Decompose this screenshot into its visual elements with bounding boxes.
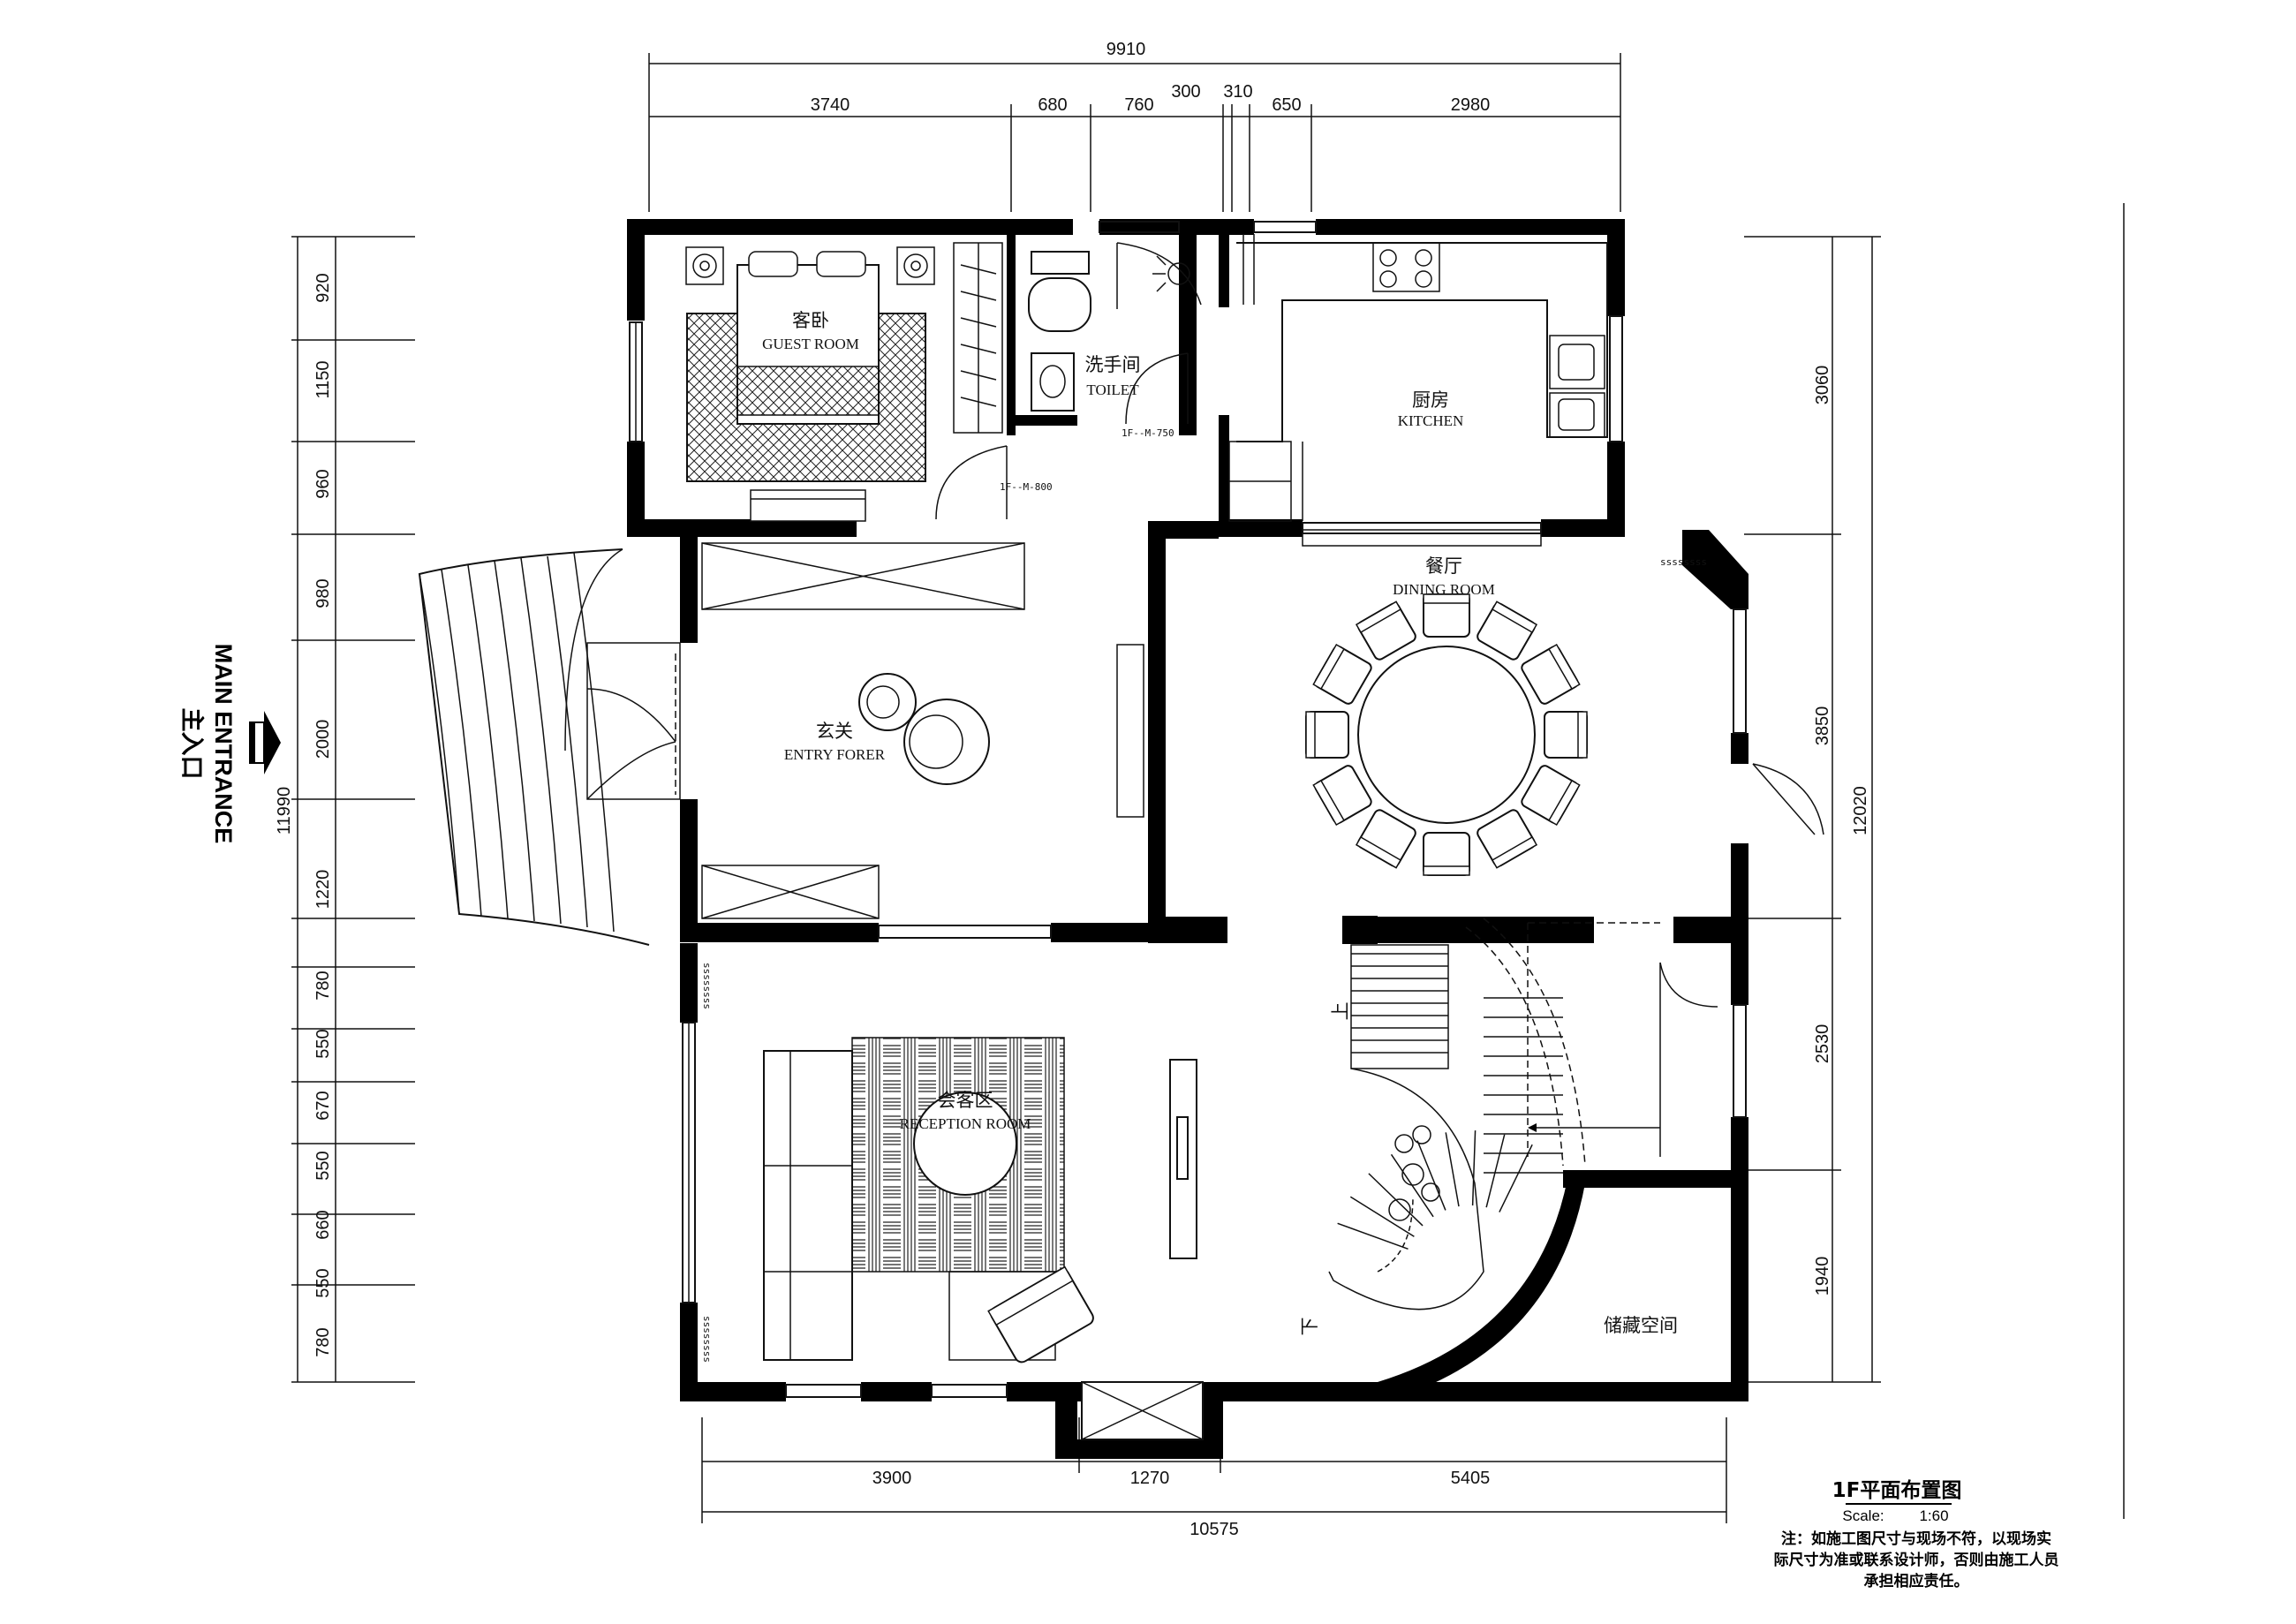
dim-left-seg: 550: [313, 1268, 333, 1297]
dim-left-seg: 980: [313, 578, 333, 608]
svg-text:ssssssss: ssssssss: [1660, 556, 1707, 568]
entry-en: ENTRY FORER: [784, 746, 886, 763]
dimension-top: 9910 3740 680 760 300 310 650 2980: [648, 40, 1621, 212]
dim-left-seg: 1150: [313, 360, 333, 398]
dimension-left: 11990 920 1150 960 980 2000 1220 780 550…: [275, 236, 415, 1383]
reception-cn: 会客区: [938, 1090, 993, 1111]
dim-top-seg: 650: [1272, 95, 1301, 115]
stair-mark-down: 下: [1299, 1318, 1320, 1336]
note-line: 注：如施工图尺寸与现场不符，以现场实: [1781, 1530, 2051, 1548]
entrance-en-text: MAIN ENTRANCE: [210, 644, 237, 844]
reception-room: ssssssss ssssssss 会客区 RECEPTION ROOM: [701, 963, 1197, 1363]
arrow-right-icon: [249, 711, 281, 774]
dim-left-seg: 670: [313, 1091, 333, 1120]
dim-bottom-seg: 5405: [1451, 1469, 1491, 1488]
dim-top-seg: 3740: [811, 95, 850, 115]
kitchen: 厨房 KITCHEN: [1228, 234, 1608, 522]
plant-pots: [1388, 1125, 1440, 1221]
dim-top-seg: 310: [1223, 82, 1252, 102]
dining-chairs: [1305, 593, 1588, 876]
walls: [627, 219, 1748, 1459]
dim-top-seg: 760: [1124, 95, 1153, 115]
dim-right-seg: 3850: [1813, 706, 1832, 746]
dining-chair: [1544, 711, 1588, 759]
note-line: 际尺寸为准或联系设计师，否则由施工人员: [1774, 1551, 2059, 1569]
entrance-steps: [418, 548, 681, 946]
dining-chair: [1312, 765, 1372, 827]
guest-room-cn: 客卧: [792, 310, 829, 331]
dining-chair: [1521, 765, 1581, 827]
kitchen-en: KITCHEN: [1398, 412, 1464, 429]
scale-value: 1:60: [1919, 1507, 1948, 1524]
storage: 储藏空间: [1604, 1315, 1678, 1336]
scale-label: Scale:: [1842, 1507, 1884, 1524]
dining-chair: [1521, 643, 1581, 705]
toilet: 洗手间 TOILET 1F--M-750: [1028, 242, 1202, 439]
drawing-title: 1F平面布置图: [1832, 1478, 1962, 1502]
toilet-cn: 洗手间: [1085, 354, 1141, 375]
dim-top-seg: 300: [1171, 82, 1200, 102]
dining-chair: [1423, 593, 1470, 638]
dim-left-seg: 960: [313, 469, 333, 498]
dim-top-total: 9910: [1106, 40, 1146, 59]
dim-left-seg: 780: [313, 971, 333, 1000]
dim-left-seg: 2000: [313, 720, 333, 759]
dimension-right: 3060 3850 2530 1940 12020: [1744, 203, 2125, 1519]
dim-bottom-seg: 1270: [1130, 1469, 1170, 1488]
dining-chair: [1423, 832, 1470, 876]
door-tag-750: 1F--M-750: [1122, 427, 1174, 439]
dim-left-seg: 780: [313, 1327, 333, 1356]
reception-en: RECEPTION ROOM: [900, 1115, 1031, 1132]
dim-top-seg: 2980: [1451, 95, 1491, 115]
guest-room-en: GUEST ROOM: [762, 336, 859, 352]
dining-room: ssssssss 餐厅 DINING ROOM: [1302, 529, 1824, 876]
dim-right-seg: 1940: [1813, 1257, 1832, 1296]
dining-chair: [1355, 601, 1416, 661]
toilet-en: TOILET: [1086, 381, 1139, 398]
dim-left-seg: 660: [313, 1210, 333, 1239]
dining-chair: [1305, 711, 1349, 759]
guest-room: 客卧 GUEST ROOM 1F--M-800: [685, 242, 1053, 522]
dining-chair: [1312, 643, 1372, 705]
dim-left-total: 11990: [275, 787, 294, 835]
dining-cn: 餐厅: [1425, 555, 1462, 577]
dining-chair: [1477, 601, 1538, 661]
door-tag-800: 1F--M-800: [1000, 481, 1053, 493]
dim-right-total: 12020: [1851, 786, 1870, 835]
dim-left-seg: 1220: [313, 870, 333, 910]
svg-text:ssssssss: ssssssss: [701, 1316, 713, 1363]
dining-en: DINING ROOM: [1393, 581, 1495, 598]
stair-mark-up: 上: [1330, 1002, 1351, 1021]
dining-chair: [1355, 809, 1416, 869]
dim-left-seg: 550: [313, 1151, 333, 1180]
svg-text:ssssssss: ssssssss: [701, 963, 713, 1009]
plant-icon: [858, 673, 990, 785]
dim-right-seg: 2530: [1813, 1024, 1832, 1064]
dining-chair: [1477, 809, 1538, 869]
dim-right-seg: 3060: [1813, 366, 1832, 405]
kitchen-cn: 厨房: [1412, 389, 1449, 411]
main-entrance-label: MAIN ENTRANCE 主入口: [178, 644, 281, 844]
storage-cn: 储藏空间: [1604, 1315, 1678, 1336]
dim-bottom-total: 10575: [1190, 1520, 1239, 1539]
windows: [629, 221, 1747, 1440]
dim-bottom-seg: 3900: [872, 1469, 912, 1488]
dim-top-seg: 680: [1038, 95, 1067, 115]
entrance-cn-text: 主入口: [178, 708, 205, 780]
title-block: 1F平面布置图 Scale: 1:60 注：如施工图尺寸与现场不符，以现场实 际…: [1774, 1478, 2059, 1590]
note-line: 承担相应责任。: [1864, 1572, 1969, 1590]
dim-left-seg: 920: [313, 273, 333, 302]
dim-left-seg: 550: [313, 1029, 333, 1058]
dimension-bottom: 3900 1270 5405 10575: [701, 1417, 1727, 1539]
entry-foyer: 玄关 ENTRY FORER: [701, 542, 1144, 919]
entry-cn: 玄关: [816, 721, 853, 742]
staircase: 上 下: [1299, 916, 1718, 1336]
